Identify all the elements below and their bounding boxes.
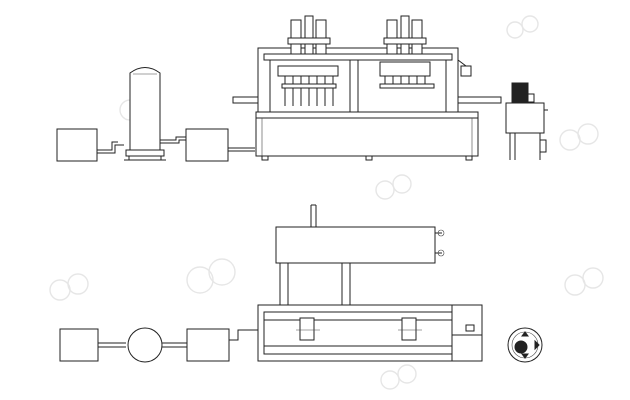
pipe xyxy=(160,136,186,141)
turntable-unit xyxy=(507,327,543,363)
motor-icon xyxy=(514,340,528,354)
air-storage-tank xyxy=(124,67,166,161)
pipe xyxy=(97,141,118,151)
filling-head-right xyxy=(379,15,435,89)
filling-machine-top xyxy=(257,204,483,362)
front-elevation-view xyxy=(56,15,548,162)
filling-machine-front xyxy=(232,15,502,161)
motor-icon xyxy=(511,82,529,104)
buffer-tank-front xyxy=(56,128,98,162)
control-box xyxy=(460,65,472,77)
round-pump xyxy=(127,327,163,363)
outlet-tank-front xyxy=(185,128,229,162)
pipe xyxy=(97,144,124,154)
top-plan-view xyxy=(59,204,543,363)
buffer-tank-top xyxy=(59,328,99,362)
pipe xyxy=(229,329,262,341)
outlet-tank-top xyxy=(186,328,230,362)
filling-head-left xyxy=(277,15,339,106)
pipe xyxy=(160,139,186,144)
hydraulic-station xyxy=(505,82,548,160)
